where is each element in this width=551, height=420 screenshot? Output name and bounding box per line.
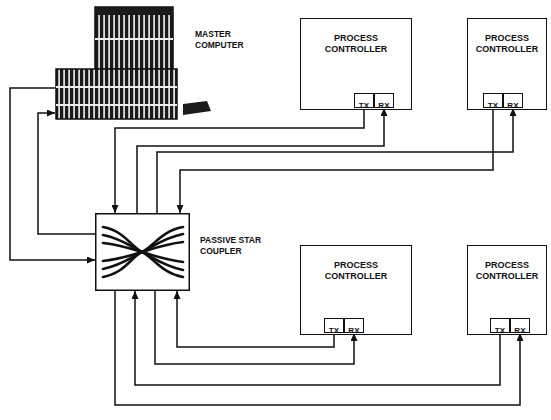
tx-port: TX (354, 93, 374, 108)
port-label: TX (495, 324, 506, 337)
node-label: PASSIVE STAR COUPLER (200, 235, 278, 257)
fiber-link (157, 108, 513, 213)
node-label: MASTER COMPUTER (195, 29, 244, 51)
controller-label: PROCESS CONTROLLER (476, 33, 539, 55)
process-controller: PROCESS CONTROLLERTXRX (300, 245, 412, 335)
cabinet-top (95, 7, 173, 15)
rx-port: RX (503, 93, 523, 108)
port-label: TX (359, 99, 370, 112)
process-controller: PROCESS CONTROLLERTXRX (467, 18, 547, 110)
drawer-gap (56, 104, 177, 106)
passive-star-coupler: PASSIVE STAR COUPLER (95, 213, 190, 291)
port-label: TX (488, 99, 499, 112)
port-label: RX (378, 99, 390, 112)
console-wedge (183, 101, 211, 115)
fiber-fan (103, 227, 183, 277)
master-computer: MASTER COMPUTER (55, 5, 245, 123)
process-controller: PROCESS CONTROLLERTXRX (467, 245, 547, 335)
rx-port: RX (374, 93, 394, 108)
process-controller: PROCESS CONTROLLERTXRX (300, 18, 412, 110)
coupler-housing (96, 214, 190, 291)
controller-label: PROCESS CONTROLLER (325, 260, 388, 282)
rx-port: RX (510, 318, 530, 333)
star-coupler-illustration (95, 213, 190, 291)
controller-label: PROCESS CONTROLLER (476, 260, 539, 282)
computer-illustration (55, 5, 215, 123)
port-label: RX (348, 324, 360, 337)
drawer-gap (56, 86, 177, 88)
port-label: RX (507, 99, 519, 112)
tx-port: TX (324, 318, 344, 333)
tx-port: TX (483, 93, 503, 108)
fiber-link (115, 108, 364, 213)
port-label: TX (329, 324, 340, 337)
cabinet-lower (56, 69, 177, 119)
cabinet-upper (95, 7, 173, 69)
fiber-link (180, 108, 493, 213)
port-label: RX (514, 324, 526, 337)
tx-port: TX (490, 318, 510, 333)
controller-label: PROCESS CONTROLLER (325, 33, 388, 55)
fiber-link (38, 113, 95, 234)
drawer-gap (95, 38, 173, 40)
fiber-link (137, 108, 384, 213)
rx-port: RX (344, 318, 364, 333)
